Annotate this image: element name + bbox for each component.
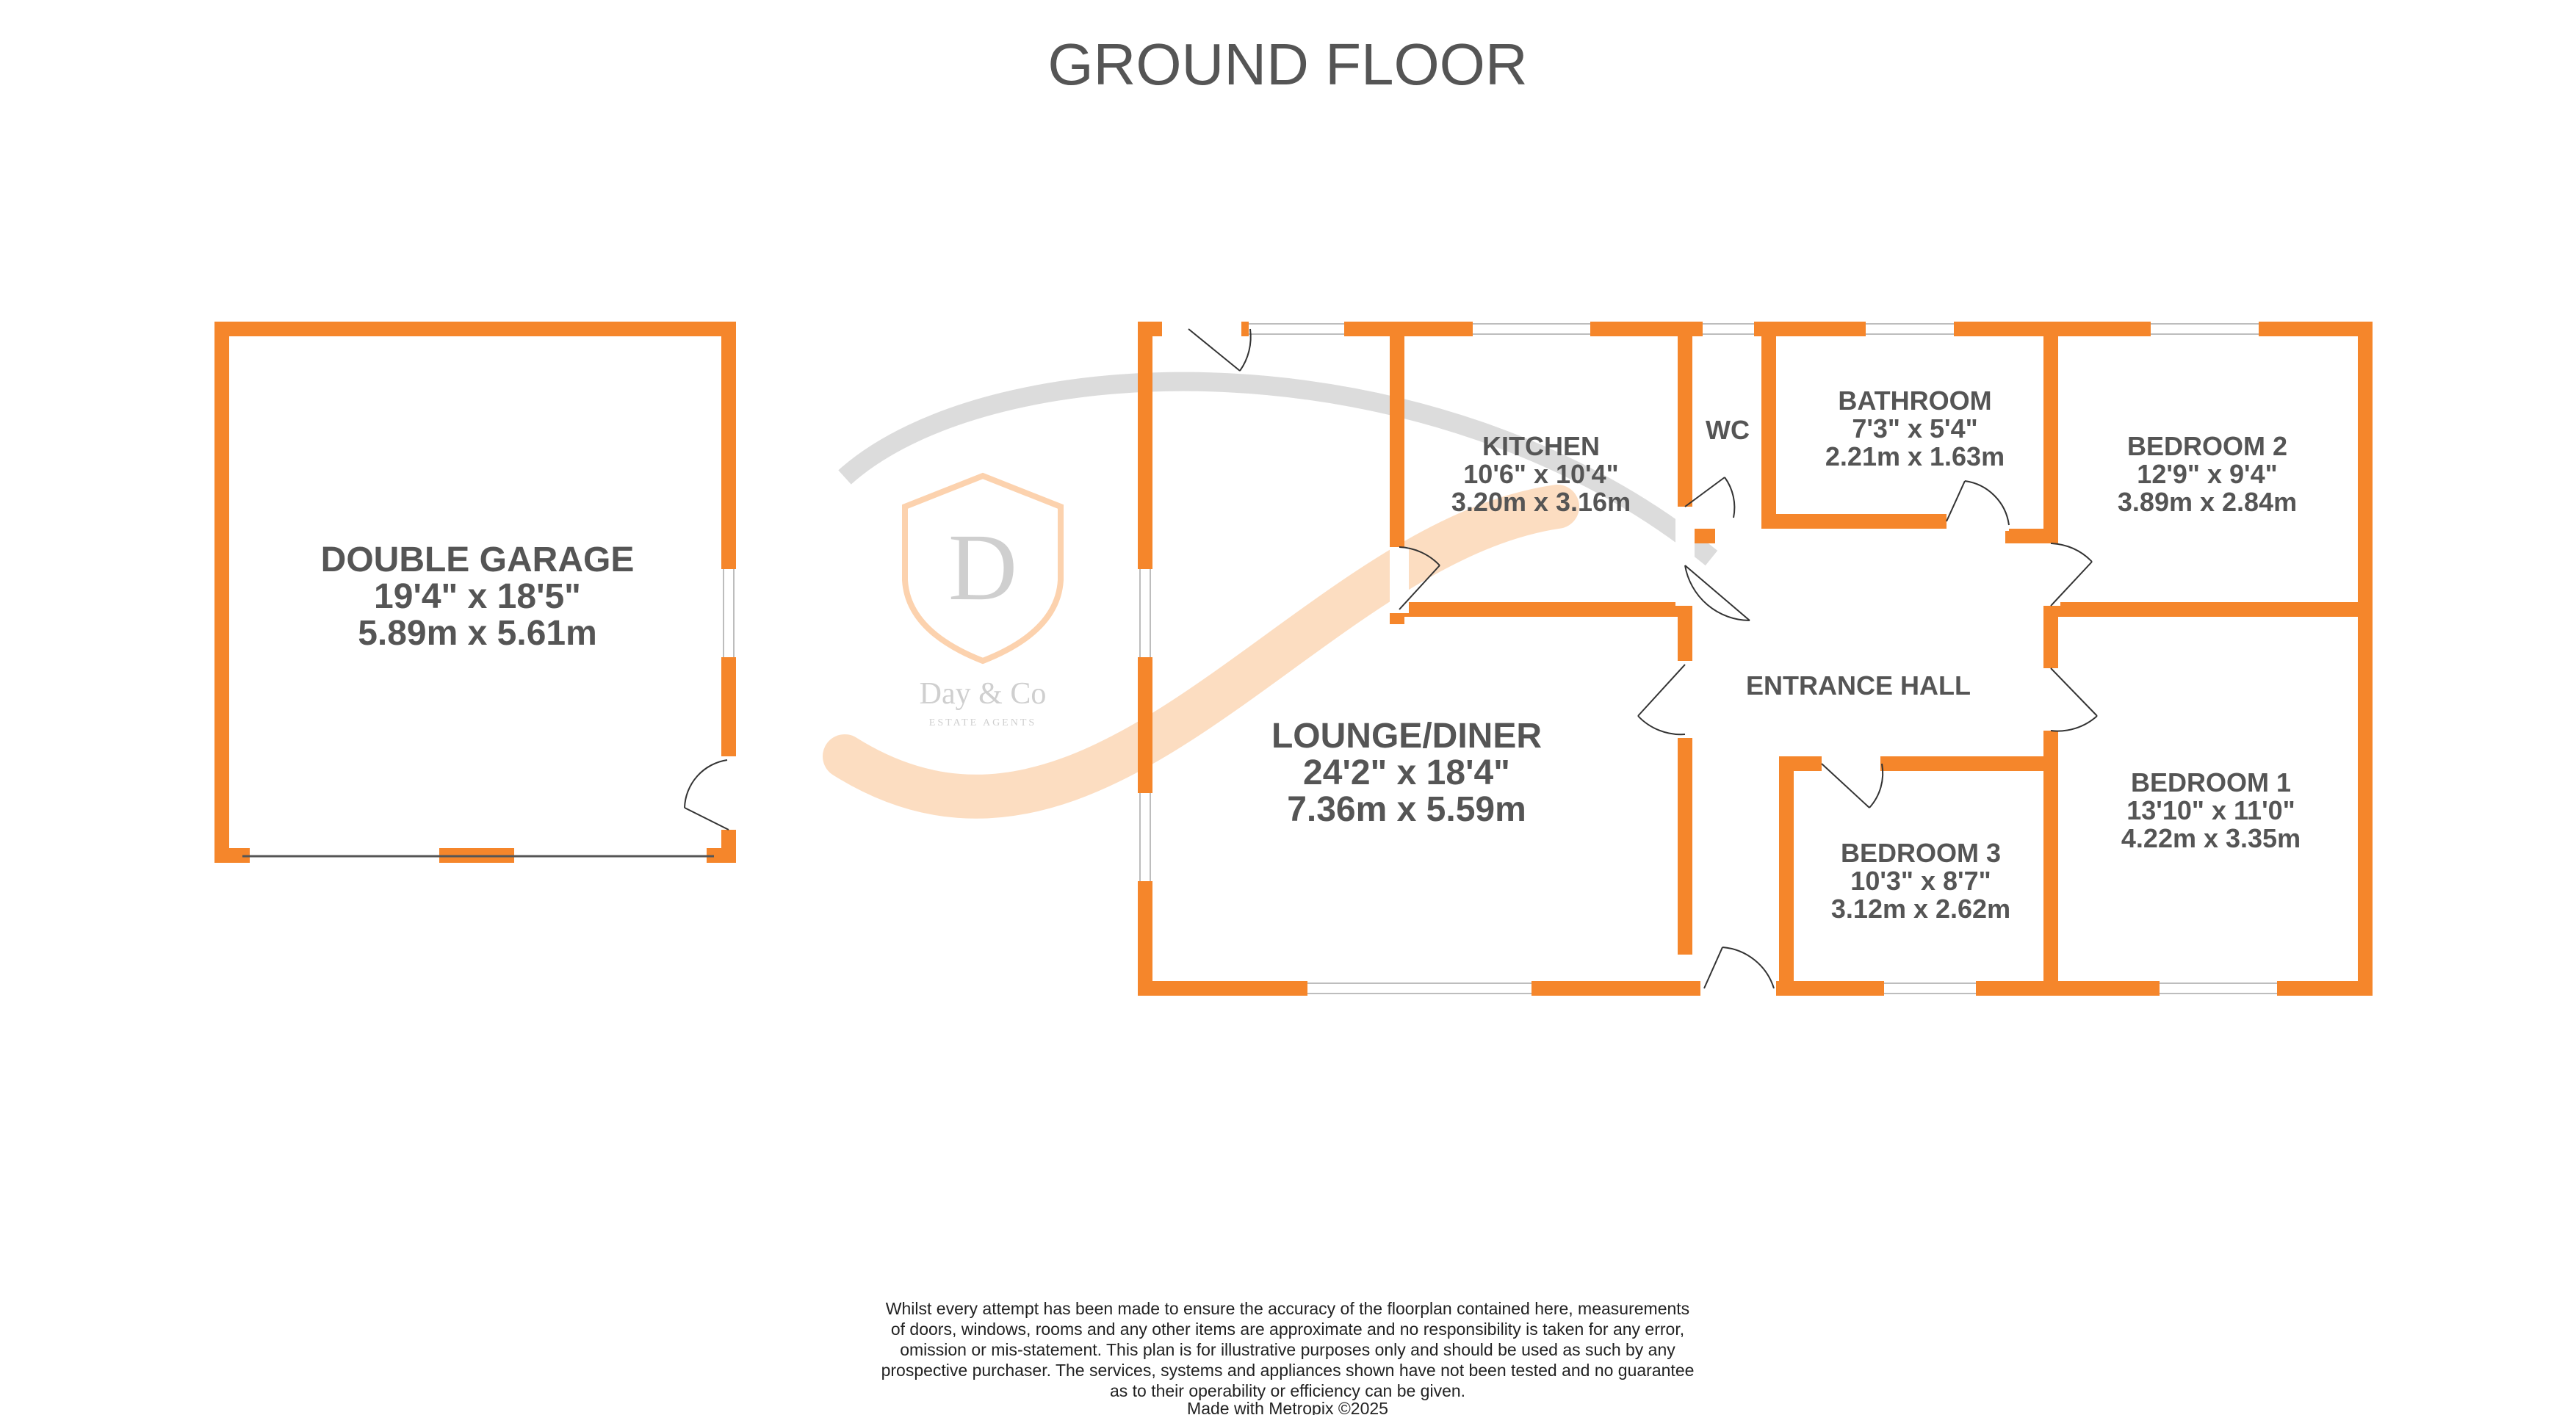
bedroom3-metric: 3.12m x 2.62m (1831, 894, 2010, 924)
house (1136, 319, 2373, 998)
watermark-swoosh-orange (823, 485, 1579, 819)
bedroom1-door (2050, 667, 2098, 717)
disclaimer-credit: Made with Metropix ©2025 (1187, 1399, 1388, 1415)
room-labels: DOUBLE GARAGE 19'4" x 18'5" 5.89m x 5.61… (321, 386, 2301, 924)
bathroom-imperial: 7'3" x 5'4" (1852, 413, 1977, 444)
disclaimer: Whilst every attempt has been made to en… (881, 1299, 1695, 1415)
watermark-swoosh-grey (838, 372, 1718, 566)
bathroom-name: BATHROOM (1838, 386, 1991, 416)
garage-name: DOUBLE GARAGE (321, 540, 635, 579)
bedroom1-name: BEDROOM 1 (2131, 767, 2291, 797)
hall-name: ENTRANCE HALL (1746, 670, 1971, 701)
kitchen-imperial: 10'6" x 10'4" (1463, 459, 1618, 489)
watermark-monogram: D (948, 515, 1017, 620)
kitchen-name: KITCHEN (1482, 431, 1600, 461)
bedroom2-name: BEDROOM 2 (2127, 431, 2287, 461)
bedroom1-imperial: 13'10" x 11'0" (2126, 795, 2295, 825)
kitchen-door (1399, 565, 1440, 610)
lounge-external-door (1188, 328, 1241, 372)
bedroom3-imperial: 10'3" x 8'7" (1850, 866, 1991, 896)
watermark: D Day & Co ESTATE AGENTS (823, 372, 1718, 819)
watermark-brand: Day & Co (920, 677, 1047, 711)
watermark-shield-icon (902, 472, 1064, 665)
lounge-imperial: 24'2" x 18'4" (1303, 753, 1510, 792)
disclaimer-line-3: omission or mis-statement. This plan is … (900, 1340, 1675, 1359)
lounge-name: LOUNGE/DINER (1271, 717, 1542, 756)
bedroom2-door (2050, 561, 2093, 607)
disclaimer-line-2: of doors, windows, rooms and any other i… (891, 1320, 1684, 1339)
front-entrance-door (1703, 947, 1723, 989)
floor-title: GROUND FLOOR (1047, 32, 1527, 97)
disclaimer-line-4: prospective purchaser. The services, sys… (881, 1361, 1695, 1380)
hall-west-door (1637, 664, 1686, 717)
garage-metric: 5.89m x 5.61m (358, 614, 597, 653)
hall-lounge-door (1684, 565, 1750, 621)
disclaimer-line-1: Whilst every attempt has been made to en… (886, 1299, 1689, 1318)
kitchen-metric: 3.20m x 3.16m (1451, 487, 1631, 517)
wc-door (1684, 477, 1725, 507)
bedroom1-metric: 4.22m x 3.35m (2121, 823, 2301, 853)
bedroom3-door (1821, 763, 1870, 808)
bathroom-door (1946, 480, 1966, 522)
bathroom-metric: 2.21m x 1.63m (1825, 441, 2005, 471)
lounge-metric: 7.36m x 5.59m (1287, 790, 1526, 829)
garage-imperial: 19'4" x 18'5" (374, 577, 581, 616)
watermark-tagline: ESTATE AGENTS (929, 717, 1036, 728)
garage-side-door (684, 807, 729, 830)
bedroom2-imperial: 12'9" x 9'4" (2137, 459, 2277, 489)
wc-name: WC (1706, 415, 1750, 445)
garage (214, 322, 738, 863)
bedroom3-name: BEDROOM 3 (1841, 838, 2001, 868)
bedroom2-metric: 3.89m x 2.84m (2118, 487, 2297, 517)
house-outer-walls (1138, 322, 2373, 996)
disclaimer-line-5: as to their operability or efficiency ca… (1110, 1381, 1465, 1400)
